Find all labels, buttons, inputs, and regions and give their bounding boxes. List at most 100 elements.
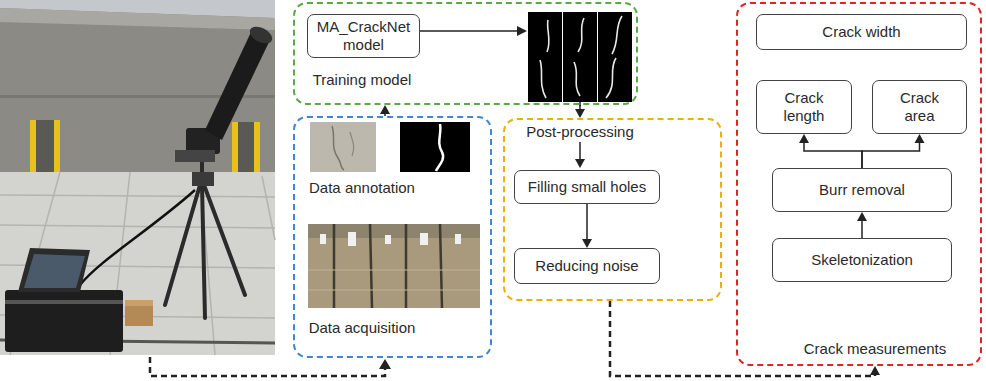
box-label: MA_CrackNet model	[314, 18, 414, 54]
site-photo	[200, 174, 215, 355]
box-label: Crack length	[773, 89, 835, 125]
site-photo	[202, 185, 205, 318]
prediction-tiles	[578, 18, 584, 52]
prediction-tiles	[563, 12, 598, 102]
prediction-tiles	[562, 12, 563, 102]
site-photo	[232, 122, 238, 176]
acquisition-image	[348, 232, 356, 246]
site-photo	[125, 300, 153, 326]
acquisition-image	[334, 224, 442, 308]
site-photo	[30, 120, 60, 175]
acquisition-image	[308, 270, 480, 290]
process-box: Skeletonization	[772, 238, 952, 282]
site-photo	[192, 172, 214, 186]
process-box: MA_CrackNet model	[307, 14, 420, 58]
process-box: Filling small holes	[514, 170, 660, 204]
site-photo	[254, 122, 260, 176]
box-label: Burr removal	[819, 181, 905, 199]
prediction-tiles	[540, 60, 546, 98]
arrow-head	[575, 109, 585, 118]
acquisition-image	[405, 224, 408, 308]
process-box: Crack width	[756, 14, 967, 50]
flow-connector	[575, 105, 585, 118]
connector-line	[861, 221, 863, 238]
site-photo	[165, 185, 200, 305]
flow-connector	[380, 105, 390, 116]
prediction-tiles	[612, 16, 622, 54]
group-frame: Post-processingFilling small holesReduci…	[503, 118, 722, 301]
flow-arrows	[379, 359, 391, 369]
acquisition-image	[455, 234, 461, 244]
group-frame: Training model MA_CrackNet model	[293, 2, 638, 105]
annotation-photo	[310, 122, 376, 172]
prediction-tiles	[528, 12, 632, 102]
flow-connector	[857, 212, 867, 238]
prediction-tiles	[597, 12, 598, 102]
annotation-mask	[436, 124, 443, 171]
site-photo	[5, 300, 123, 304]
annotation-photo	[350, 132, 354, 156]
site-photo	[0, 0, 275, 355]
site-photo	[0, 172, 275, 355]
group-label: Data annotation	[307, 179, 417, 197]
site-photo	[232, 122, 260, 176]
flow-connector	[582, 204, 592, 248]
flow-arrows	[579, 142, 581, 160]
flow-connector	[862, 134, 925, 168]
box-label: Crack width	[822, 23, 900, 41]
acquisition-image	[308, 270, 480, 271]
acquisition-image	[370, 224, 372, 308]
acquisition-image	[320, 234, 326, 244]
group-label: Post-processing	[524, 123, 636, 141]
site-photo	[165, 150, 245, 318]
connector-line	[579, 105, 581, 109]
site-photo	[30, 120, 36, 175]
arrow-head	[380, 105, 390, 114]
process-box: Crack area	[872, 80, 967, 134]
arrow-head	[582, 239, 592, 248]
site-photo	[80, 190, 195, 285]
connector-line	[586, 204, 588, 239]
site-photo	[175, 150, 215, 162]
box-label: Skeletonization	[811, 251, 913, 269]
acquisition-image	[420, 233, 428, 245]
arrow-head	[915, 134, 925, 143]
site-photo	[24, 254, 85, 288]
flow-arrows	[517, 26, 527, 36]
process-box: Reducing noise	[514, 248, 660, 284]
site-photo	[0, 172, 275, 355]
site-photo	[262, 176, 275, 240]
arrow-head	[857, 212, 867, 221]
arrow-head	[870, 366, 880, 375]
acquisition-image	[385, 235, 391, 244]
site-photo	[247, 23, 275, 47]
site-photo	[0, 8, 275, 178]
acquisition-image	[308, 224, 480, 308]
flow-arrows	[418, 30, 518, 32]
acquisition-image	[440, 224, 442, 308]
flow-arrows	[150, 357, 385, 376]
group-frame: Data annotationData acquisition	[293, 116, 492, 358]
process-box: Burr removal	[772, 168, 952, 212]
flow-connector	[799, 134, 862, 168]
annotation-photo	[332, 126, 344, 170]
box-label: Reducing noise	[535, 257, 638, 275]
site-photo	[0, 8, 275, 30]
annotation-photo	[310, 122, 376, 172]
site-photo	[204, 185, 245, 295]
acquisition-image	[333, 224, 336, 308]
site-photo	[0, 225, 275, 228]
site-photo	[18, 248, 90, 292]
prediction-tiles	[574, 62, 580, 96]
group-label: Training model	[311, 71, 414, 89]
box-label: Crack area	[889, 89, 951, 125]
site-photo	[0, 0, 275, 355]
connector-line	[862, 143, 920, 168]
annotation-mask	[400, 122, 470, 172]
flow-arrows	[575, 159, 585, 168]
site-photo	[205, 30, 270, 140]
group-label: Data acquisition	[307, 319, 418, 337]
site-photo	[125, 300, 153, 306]
prediction-tiles	[547, 20, 549, 52]
